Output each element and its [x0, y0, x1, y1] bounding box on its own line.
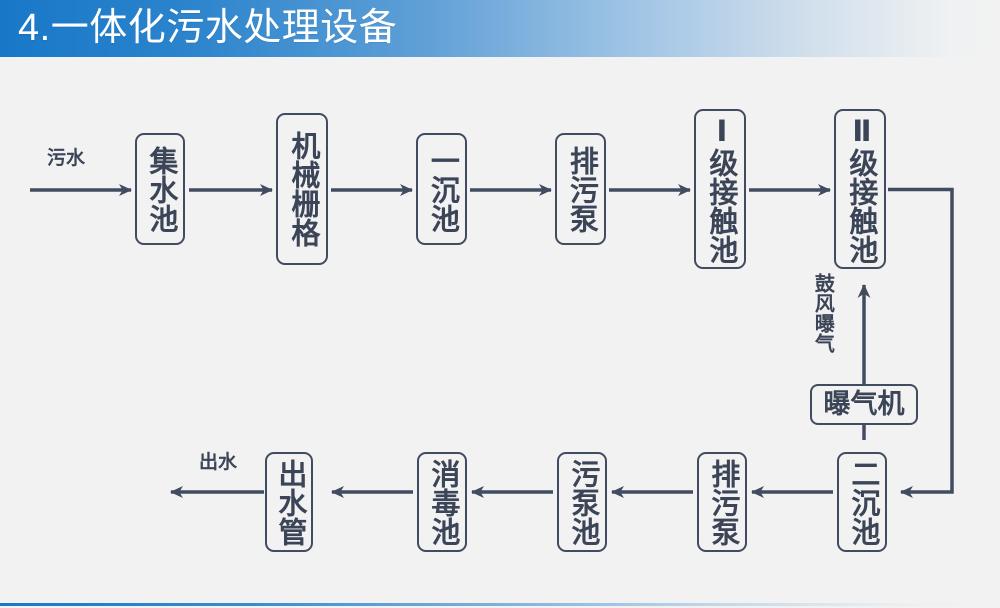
connector-layer — [30, 184, 954, 498]
node-contact-tank-2[interactable]: Ⅱ级接触池 — [834, 109, 886, 269]
node-label: 出水管 — [273, 458, 306, 546]
outlet-label: 出水 — [199, 452, 238, 473]
inlet-label: 污水 — [47, 148, 86, 169]
node-label: Ⅱ级接触池 — [844, 114, 877, 264]
node-label: Ⅰ级接触池 — [704, 114, 737, 264]
node-label: 污泵池 — [566, 458, 599, 546]
node-disinfection-tank[interactable]: 消毒池 — [417, 452, 467, 552]
node-label: 曝气机 — [823, 389, 905, 419]
node-label: 机械栅格 — [286, 131, 319, 247]
footer-divider — [0, 603, 1000, 606]
node-sludge-pump-tank[interactable]: 污泵池 — [557, 452, 607, 552]
node-sewage-pump-top[interactable]: 排污泵 — [555, 133, 606, 245]
node-aerator[interactable]: 曝气机 — [810, 384, 918, 425]
node-collection-tank[interactable]: 集水池 — [135, 133, 185, 245]
node-label: 消毒池 — [426, 458, 459, 546]
slide-header-bar: 4.一体化污水处理设备 — [0, 0, 1000, 57]
node-outlet-pipe[interactable]: 出水管 — [265, 452, 313, 552]
aeration-label: 鼓风曝气 — [811, 273, 834, 353]
connector-contact2-to-secondary-sed — [888, 187, 954, 498]
node-label: 排污泵 — [565, 145, 598, 233]
node-label: 一沉池 — [426, 145, 459, 233]
process-flow-diagram: 污水 出水 鼓风曝气 集水池 机械栅格 一沉池 排污泵 Ⅰ级接触池 Ⅱ级接触池 … — [0, 57, 1000, 603]
node-label: 集水池 — [144, 145, 177, 233]
node-mechanical-grate[interactable]: 机械栅格 — [276, 113, 328, 265]
node-label: 排污泵 — [706, 458, 739, 546]
node-label: 二沉池 — [846, 458, 879, 546]
node-contact-tank-1[interactable]: Ⅰ级接触池 — [694, 109, 746, 269]
node-sewage-pump-bottom[interactable]: 排污泵 — [697, 452, 747, 552]
page-title: 4.一体化污水处理设备 — [18, 7, 398, 49]
node-secondary-sedimentation-tank[interactable]: 二沉池 — [837, 452, 887, 552]
node-primary-sedimentation-tank[interactable]: 一沉池 — [416, 133, 467, 245]
